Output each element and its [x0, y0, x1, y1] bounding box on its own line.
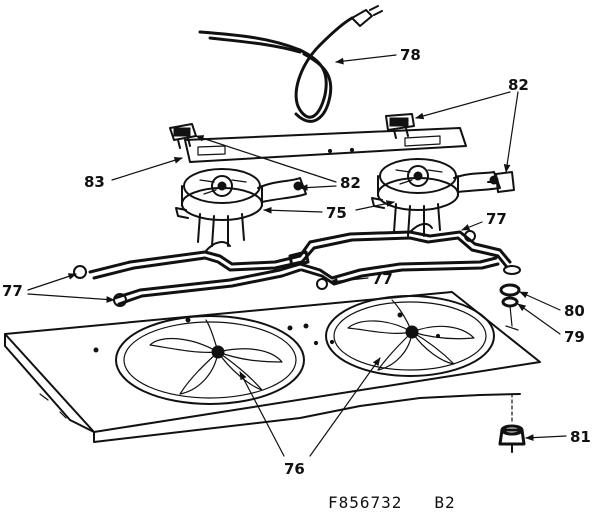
- callout-77-right: 77: [486, 210, 507, 228]
- callout-77-left: 77: [2, 282, 23, 300]
- callout-83: 83: [84, 173, 105, 191]
- fan-motor-left: [175, 168, 307, 247]
- callout-81: 81: [570, 428, 591, 446]
- callout-79: 79: [564, 328, 585, 346]
- mounting-grommet: [498, 393, 526, 453]
- fan-blade-right: [325, 295, 495, 377]
- drawing-number: F856732: [328, 493, 403, 512]
- drawing-id: F856732 B2: [328, 493, 456, 512]
- wire-harness: [73, 222, 512, 307]
- hardware-stack: [499, 265, 521, 331]
- fan-blade-left: [115, 315, 305, 405]
- callout-80: 80: [564, 302, 585, 320]
- fan-base-plate: [4, 291, 541, 443]
- thermostat-switch-right: [385, 113, 415, 139]
- drawing-revision: B2: [434, 493, 456, 512]
- callout-labels: 78 82 83 82 75 77 77 77 80 79 81 76: [2, 46, 591, 478]
- callout-82-middle: 82: [340, 174, 361, 192]
- callout-77-middle: 77: [372, 270, 393, 288]
- fan-motor-right: [371, 158, 501, 237]
- callout-76: 76: [284, 460, 305, 478]
- leader-lines: [27, 54, 567, 457]
- power-cord: [198, 5, 383, 123]
- thermostat-switch-left: [169, 123, 197, 149]
- callout-82-top: 82: [508, 76, 529, 94]
- mounting-bracket: [184, 127, 467, 163]
- callout-78: 78: [400, 46, 421, 64]
- callout-75: 75: [326, 204, 347, 222]
